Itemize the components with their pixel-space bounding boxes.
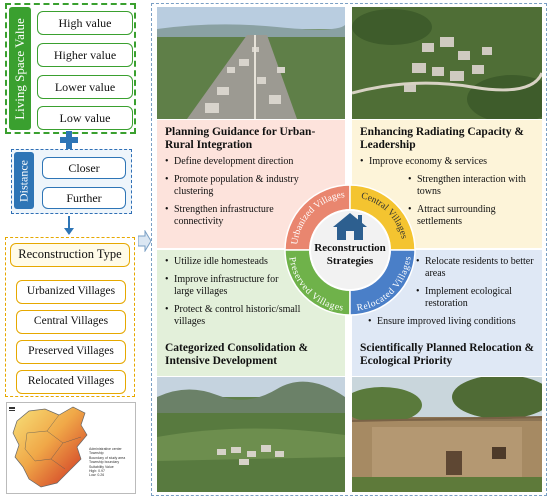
distance-group: Distance Closer Further	[11, 149, 132, 214]
map-legend-value-title: Suitability Value	[89, 464, 114, 469]
strategy-ring: Urbanized Villages Central Villages Pres…	[284, 184, 416, 316]
reconstruction-type-urbanized: Urbanized Villages	[16, 280, 126, 304]
reconstruction-type-preserved: Preserved Villages	[16, 340, 126, 364]
distance-further: Further	[42, 187, 126, 209]
list-item: Strengthen infrastructure connectivity	[165, 204, 292, 228]
list-item: Attract surrounding settlements	[408, 204, 527, 228]
arrow-down-icon	[64, 216, 74, 235]
living-space-low-value: Low value	[37, 106, 133, 130]
list-item: Strengthen interaction with towns	[408, 174, 527, 198]
map-legend-admin-center: Administrative center	[89, 447, 122, 451]
central-village-photo	[352, 7, 542, 119]
relocated-village-photo	[352, 377, 542, 492]
reconstruction-type-title: Reconstruction Type	[10, 243, 130, 267]
suitability-map-graphic	[9, 406, 88, 488]
list-item: Promote population & industry clustering	[165, 174, 324, 198]
list-item: Implement ecological restoration	[416, 286, 535, 310]
reconstruction-type-central: Central Villages	[16, 310, 126, 334]
quadrant-urban-rural-title: Planning Guidance for Urban-Rural Integr…	[165, 126, 316, 152]
map-legend-high: High: 0.97	[89, 469, 105, 474]
suitability-map: Administrative center Township Boundary …	[6, 402, 136, 494]
map-legend-township-boundary: Township boundary	[89, 460, 120, 465]
map-legend-boundary-study: Boundary of study area	[89, 455, 126, 460]
list-item: Utilize idle homesteads	[165, 256, 337, 268]
quadrant-radiating-capacity-title: Enhancing Radiating Capacity & Leadershi…	[360, 126, 524, 152]
center-title: Reconstruction Strategies	[314, 242, 386, 267]
center-circle	[309, 209, 391, 291]
reconstruction-type-relocated: Relocated Villages	[16, 370, 126, 394]
list-item: Define development direction	[165, 156, 337, 168]
living-space-value-title: Living Space Value	[12, 17, 27, 120]
map-legend-township: Township	[89, 451, 104, 456]
quadrant-radiating-capacity-list: Improve economy & services Strengthen in…	[360, 156, 534, 228]
living-space-value-group: Living Space Value High value Higher val…	[5, 3, 136, 134]
urban-village-photo	[157, 7, 345, 119]
distance-title: Distance	[16, 159, 31, 202]
reconstruction-type-group: Reconstruction Type Urbanized Villages C…	[5, 237, 135, 397]
arrow-right-icon	[138, 230, 152, 252]
living-space-high-value: High value	[37, 11, 133, 35]
quadrant-relocation-title: Scientifically Planned Relocation & Ecol…	[360, 342, 535, 368]
living-space-lower-value: Lower value	[37, 75, 133, 99]
distance-closer: Closer	[42, 157, 126, 179]
living-space-higher-value: Higher value	[37, 43, 133, 67]
list-item: Relocate residents to better areas	[416, 256, 535, 280]
quadrant-relocation-list: Relocate residents to better areas Imple…	[360, 256, 534, 328]
living-space-value-title-bar: Living Space Value	[9, 7, 31, 130]
map-legend: Administrative center Township Boundary …	[89, 447, 125, 478]
preserved-village-photo	[157, 377, 345, 492]
plus-icon	[60, 131, 78, 149]
map-legend-low: Low: 0.26	[89, 473, 105, 478]
list-item: Improve infrastructure for large village…	[165, 274, 294, 298]
list-item: Ensure improved living conditions	[368, 316, 534, 328]
quadrant-consolidation-list: Utilize idle homesteads Improve infrastr…	[165, 256, 337, 328]
quadrant-consolidation-title: Categorized Consolidation & Intensive De…	[165, 342, 309, 368]
list-item: Protect & control historic/small village…	[165, 304, 324, 328]
quadrant-radiating-capacity: Enhancing Radiating Capacity & Leadershi…	[352, 120, 542, 248]
list-item: Improve economy & services	[360, 156, 534, 168]
quadrant-urban-rural-list: Define development direction Promote pop…	[165, 156, 337, 228]
distance-title-bar: Distance	[14, 152, 34, 209]
house-icon	[333, 213, 367, 240]
